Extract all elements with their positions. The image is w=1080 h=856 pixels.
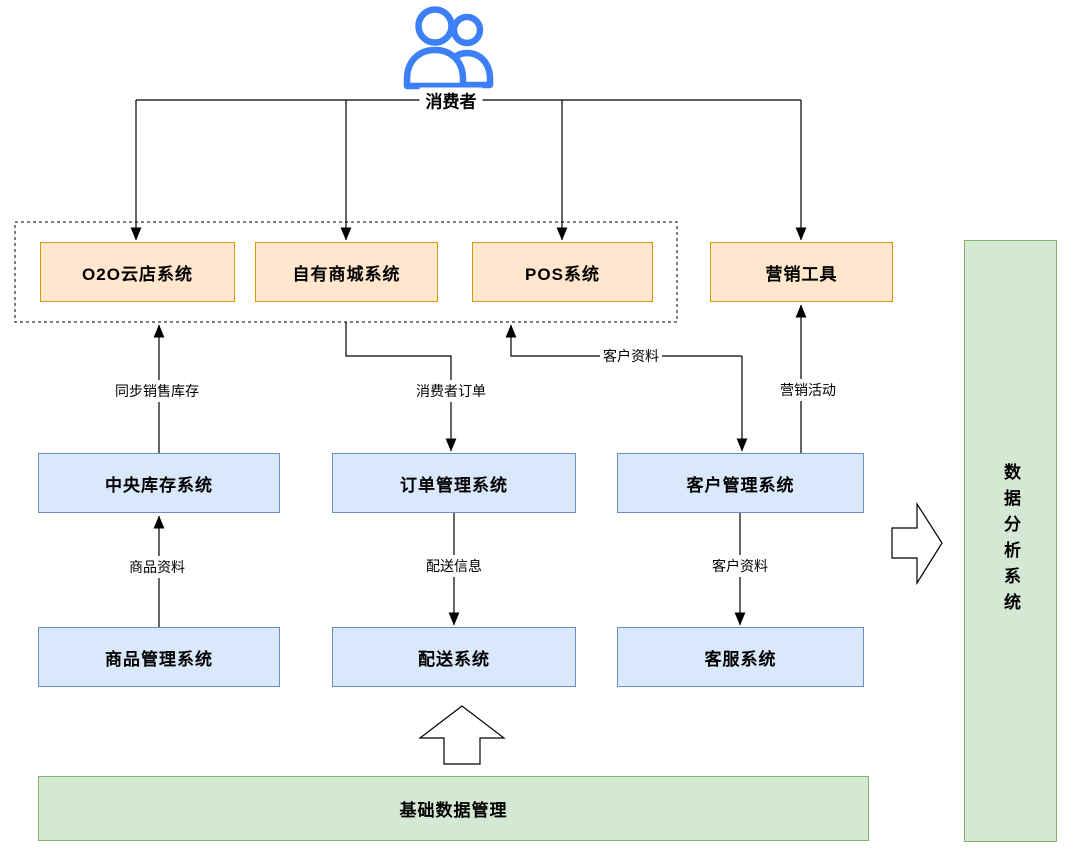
node-own-mall: 自有商城系统 [255, 242, 438, 302]
node-data-analytics: 数据分析系统 [964, 240, 1057, 842]
node-customer-management: 客户管理系统 [617, 453, 864, 513]
analytics-right-arrow [891, 501, 943, 586]
edge-label-marketing-activity: 营销活动 [777, 379, 839, 401]
node-pos-system: POS系统 [472, 242, 653, 302]
node-base-data-management: 基础数据管理 [38, 776, 869, 841]
edge-label-consumer-order: 消费者订单 [413, 380, 489, 402]
edge-label-customer-data-pos: 客户资料 [600, 345, 662, 367]
node-o2o-cloud-store: O2O云店系统 [40, 242, 235, 302]
node-central-inventory: 中央库存系统 [38, 453, 280, 513]
edge-label-customer-data-service: 客户资料 [709, 555, 771, 577]
edge-customer-data-to-pos [505, 324, 742, 357]
node-product-management: 商品管理系统 [38, 627, 280, 687]
node-order-management: 订单管理系统 [332, 453, 576, 513]
edge-label-product-data: 商品资料 [126, 556, 188, 578]
node-customer-service: 客服系统 [617, 627, 864, 687]
node-marketing-tool: 营销工具 [710, 242, 893, 302]
edge-label-sync-sales-inventory: 同步销售库存 [112, 380, 202, 402]
actor-label: 消费者 [419, 87, 483, 113]
edge-consumer-order [345, 322, 457, 452]
edge-label-delivery-info: 配送信息 [423, 555, 485, 577]
node-delivery-system: 配送系统 [332, 627, 576, 687]
base-data-up-arrow [418, 705, 506, 765]
users-icon [403, 6, 494, 90]
